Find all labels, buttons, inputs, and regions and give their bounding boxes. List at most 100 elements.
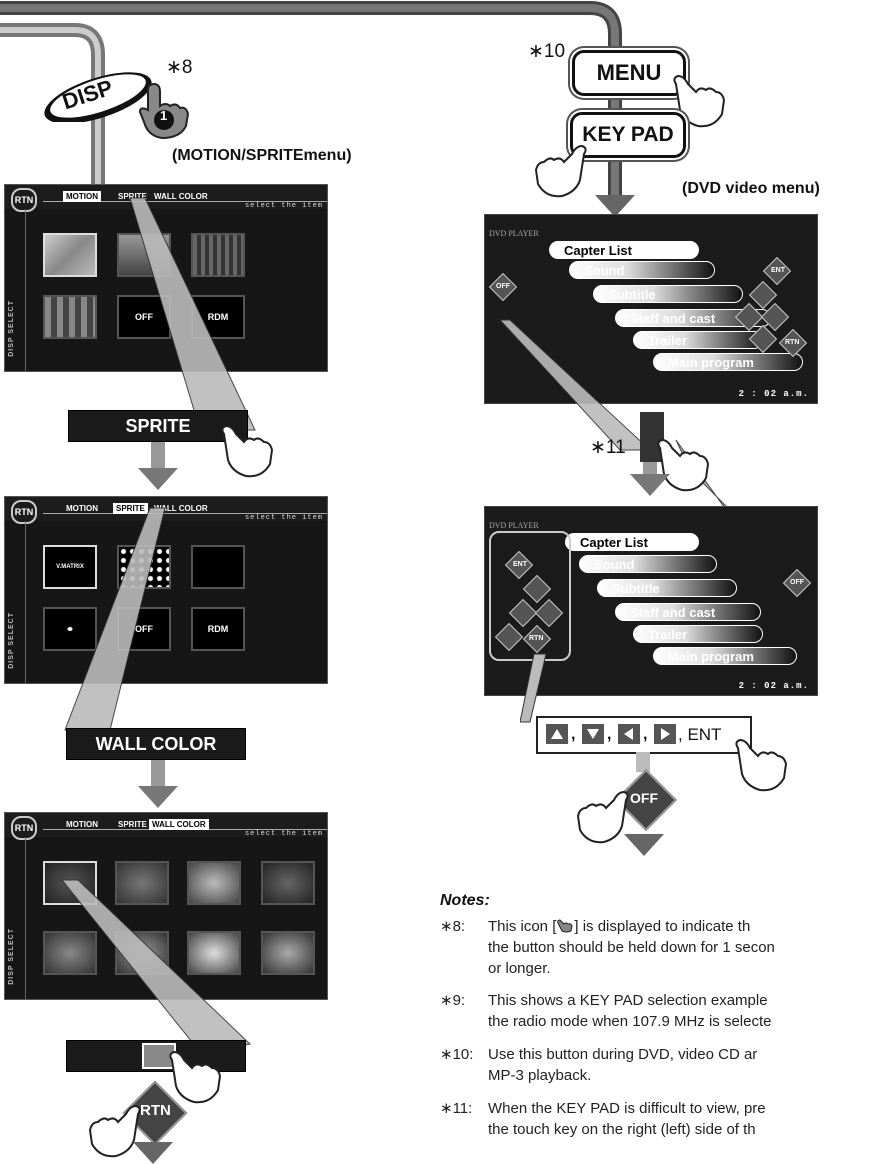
motion-thumb-3[interactable] (191, 233, 245, 277)
tab-wall-color[interactable]: WALL COLOR (149, 819, 209, 830)
sprite-vmatrix[interactable]: V.MATRIX (43, 545, 97, 589)
note-text: When the KEY PAD is difficult to view, p… (488, 1100, 766, 1117)
up-key-icon[interactable] (546, 724, 568, 744)
menu-item-staff-and-cast[interactable]: Staff and cast (615, 309, 771, 327)
hold-hand-icon (138, 82, 190, 140)
menu-item-trailer[interactable]: Trailer (633, 625, 763, 643)
wall-thumb-8[interactable] (261, 931, 315, 975)
down-arrow (138, 786, 178, 808)
menu-ref: ∗10 (528, 41, 566, 62)
disp-button-shape (44, 72, 152, 122)
clock: 2 : 02 a.m. (738, 389, 809, 399)
motion-thumb-1[interactable] (43, 233, 97, 277)
disp-ref: ∗8 (166, 57, 193, 78)
clock: 2 : 02 a.m. (738, 681, 809, 691)
menu-item-trailer[interactable]: Trailer (633, 331, 763, 349)
note-number: ∗11: (440, 1100, 473, 1117)
rtn-button[interactable]: RTN (11, 816, 37, 840)
down-arrow (624, 834, 664, 856)
wall-color-banner: WALL COLOR (66, 728, 246, 760)
menu-item-capter-list[interactable]: Capter List (549, 241, 699, 259)
tab-wall-color[interactable]: WALL COLOR (154, 504, 208, 513)
dvd-menu-screen-1: DVD PLAYER Capter List Sound Subtitle St… (484, 214, 818, 404)
screen-header (5, 185, 327, 209)
note-9: ∗9: This shows a KEY PAD selection examp… (440, 990, 870, 1034)
off-button-label: OFF (630, 790, 658, 806)
note-8: ∗8: This icon [] is displayed to indicat… (440, 916, 870, 982)
side-bar: DISP SELECT (5, 521, 26, 683)
wall-thumb-3[interactable] (187, 861, 241, 905)
motion-thumb-4[interactable] (43, 295, 97, 339)
wall-thumb-5[interactable] (43, 931, 97, 975)
tab-wall-color[interactable]: WALL COLOR (154, 192, 208, 201)
note-text: Use this button during DVD, video CD ar … (488, 1044, 868, 1086)
note-text: the button should be held down for 1 sec… (488, 939, 775, 956)
note-number: ∗10: (440, 1046, 474, 1063)
arrow-shaft (636, 752, 650, 772)
menu-item-subtitle[interactable]: Subtitle (597, 579, 737, 597)
rtn-button[interactable]: RTN (11, 500, 37, 524)
note-number: ∗8: (440, 918, 466, 935)
disp-select-screen-sprite: RTN MOTION SPRITE WALL COLOR select the … (4, 496, 328, 684)
notes-heading: Notes: (440, 892, 490, 909)
pointer-triangle (520, 653, 547, 723)
keypad-button[interactable]: KEY PAD (570, 112, 686, 158)
side-bar: DISP SELECT (5, 209, 26, 371)
disp-button[interactable]: DISP (40, 72, 158, 122)
wall-thumb-4[interactable] (261, 861, 315, 905)
note-text: This icon [] is displayed to indicate th… (488, 916, 868, 979)
pointer-triangle (129, 197, 256, 431)
ent-key-label: ENT (771, 267, 785, 274)
menu-item-main-program[interactable]: Main program (653, 647, 797, 665)
sprite-box[interactable] (191, 545, 245, 589)
menu-item-sound[interactable]: Sound (579, 555, 717, 573)
hold-badge: 1 (160, 108, 168, 123)
hand-icon (534, 144, 587, 198)
wall-thumb-7[interactable] (187, 931, 241, 975)
tab-motion[interactable]: MOTION (63, 191, 101, 202)
menu-tab-bar: MOTION SPRITE WALL COLOR (43, 817, 327, 830)
note-text: Use this button during DVD, video CD ar (488, 1046, 758, 1063)
menu-tab-bar: MOTION SPRITE WALL COLOR (43, 501, 327, 514)
note-text: the radio mode when 107.9 MHz is selecte (488, 1013, 772, 1030)
sprite-dot[interactable] (43, 607, 97, 651)
down-key-icon[interactable] (582, 724, 604, 744)
left-key-icon[interactable] (618, 724, 640, 744)
menu-item-main-program[interactable]: Main program (653, 353, 803, 371)
hold-icon (556, 918, 574, 933)
select-item-label: select the item (244, 830, 323, 838)
tab-sprite[interactable]: SPRITE (113, 503, 148, 514)
menu-item-staff-and-cast[interactable]: Staff and cast (615, 603, 761, 621)
rtn-key-label: RTN (785, 339, 800, 346)
flow-connector (0, 0, 635, 217)
menu-button[interactable]: MENU (572, 50, 686, 96)
rtn-key-label: RTN (529, 635, 544, 642)
tab-motion[interactable]: MOTION (66, 820, 98, 829)
comma: , (607, 726, 612, 743)
note-text: the touch key on the right (left) side o… (488, 1121, 756, 1138)
dvd-menu-screen-2: DVD PLAYER Capter List Sound Subtitle St… (484, 506, 818, 696)
down-arrow (138, 468, 178, 490)
select-item-label: select the item (244, 202, 323, 210)
arrow-shaft (151, 442, 165, 470)
off-key-label: OFF (790, 579, 804, 586)
tab-motion[interactable]: MOTION (66, 504, 98, 513)
dvd-logo: DVD PLAYER (489, 229, 539, 238)
wall-thumb-2[interactable] (115, 861, 169, 905)
sprite-rdm[interactable]: RDM (191, 607, 245, 651)
hand-icon (735, 738, 788, 792)
note-10: ∗10: Use this button during DVD, video C… (440, 1044, 870, 1088)
hand-icon (169, 1050, 222, 1104)
note-text: MP-3 playback. (488, 1067, 592, 1084)
menu-item-capter-list[interactable]: Capter List (565, 533, 699, 551)
tab-sprite[interactable]: SPRITE (118, 820, 147, 829)
menu-item-sound[interactable]: Sound (569, 261, 715, 279)
note-text: ] is displayed to indicate th (574, 918, 751, 935)
pointer-triangle (60, 879, 252, 1053)
menu-item-subtitle[interactable]: Subtitle (593, 285, 743, 303)
key-strip: , , , , ENT (536, 716, 752, 754)
rtn-button[interactable]: RTN (11, 188, 37, 212)
hand-icon (576, 790, 629, 844)
right-key-icon[interactable] (654, 724, 676, 744)
tab-sprite[interactable]: SPRITE (118, 192, 147, 201)
